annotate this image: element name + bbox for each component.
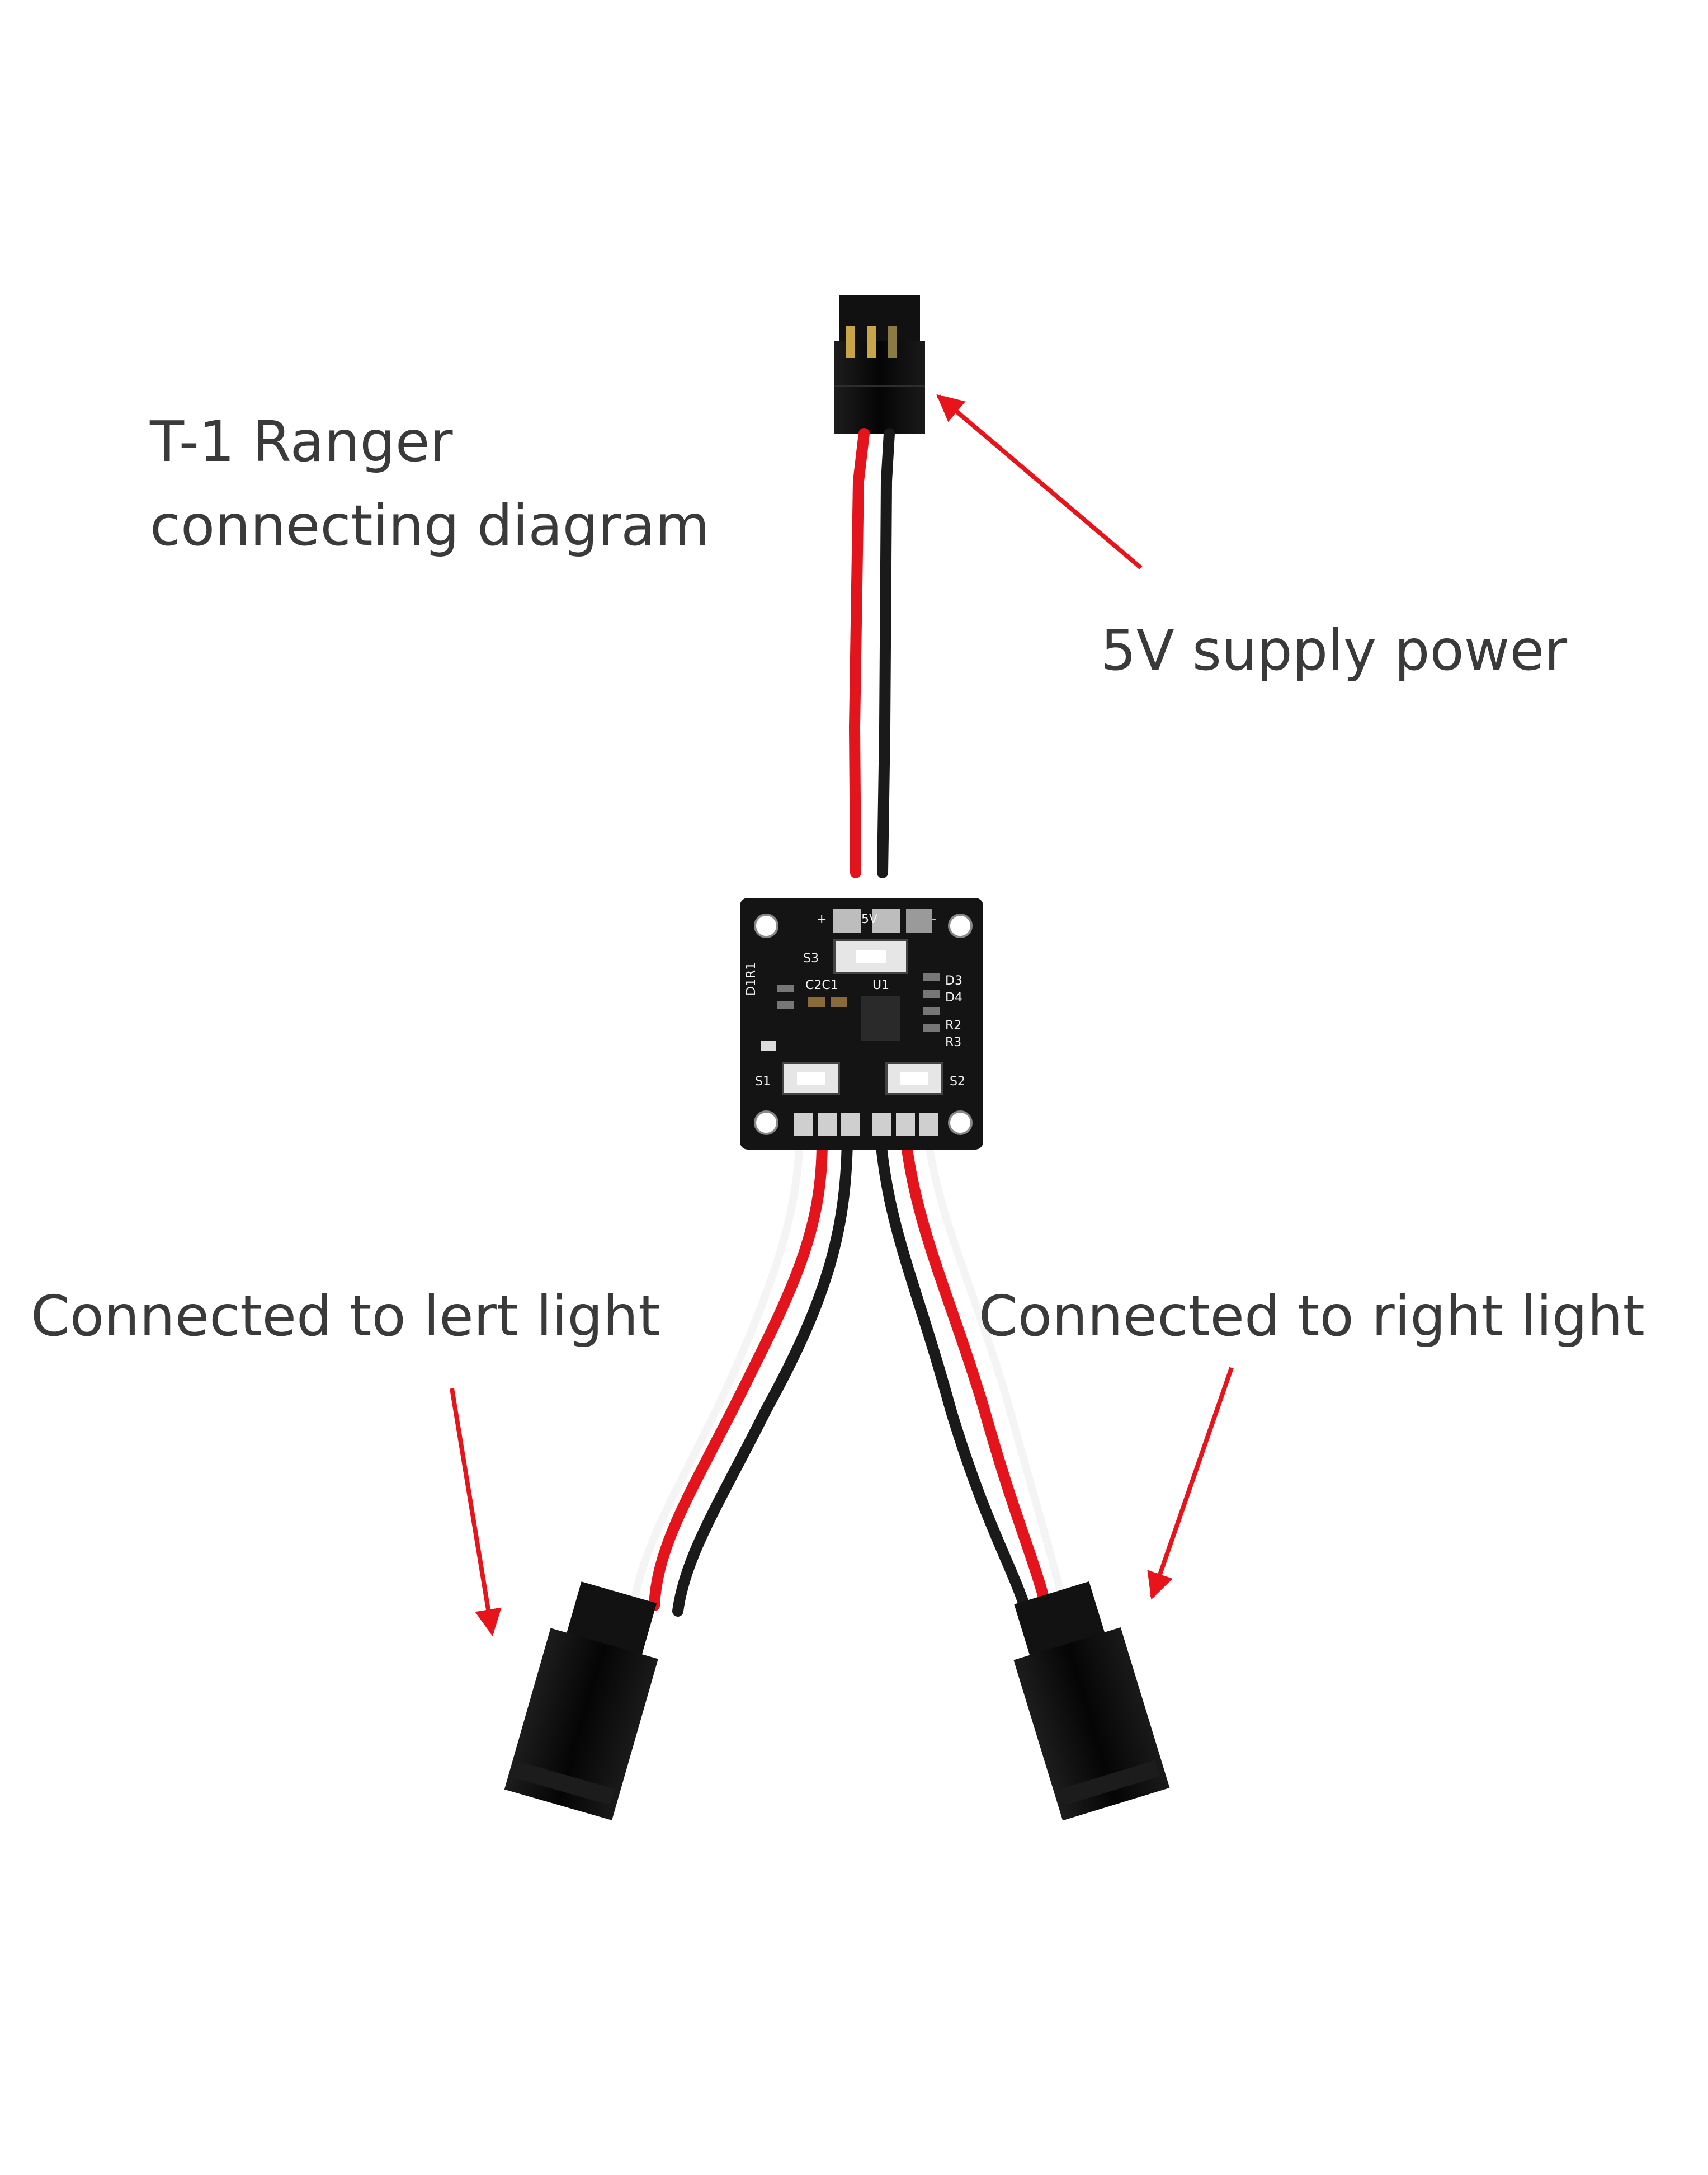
title-line-2: connecting diagram xyxy=(150,493,710,558)
svg-text:S3: S3 xyxy=(803,952,819,966)
svg-text:S2: S2 xyxy=(950,1075,965,1089)
right-light-label: Connected to right light xyxy=(979,1283,1645,1349)
controller-board: + 5V - S3 C2C1 U1 D3 D4 R2 R3 D1R1 xyxy=(740,898,983,1150)
power-input-wires xyxy=(848,428,895,878)
left-light-label: Connected to lert light xyxy=(31,1283,660,1349)
svg-text:D3: D3 xyxy=(945,974,962,988)
diagram-title: T-1 Ranger connecting diagram xyxy=(150,400,710,568)
svg-text:R3: R3 xyxy=(945,1035,961,1049)
svg-text:C2C1: C2C1 xyxy=(805,978,838,992)
svg-text:R2: R2 xyxy=(945,1019,961,1033)
power-label: 5V supply power xyxy=(1101,618,1568,683)
left-light-connector xyxy=(504,1581,658,1820)
svg-text:+: + xyxy=(817,912,827,926)
title-line-1: T-1 Ranger xyxy=(150,409,453,474)
right-arrow xyxy=(1147,1367,1234,1600)
svg-text:D1R1: D1R1 xyxy=(744,962,758,996)
left-arrow xyxy=(450,1388,502,1636)
svg-text:5V: 5V xyxy=(861,912,877,926)
svg-text:D4: D4 xyxy=(945,991,962,1005)
right-light-wires xyxy=(875,1136,1067,1617)
right-light-connector xyxy=(1013,1581,1170,1821)
svg-text:U1: U1 xyxy=(872,978,889,992)
svg-text:S1: S1 xyxy=(755,1075,771,1089)
power-arrow xyxy=(936,394,1143,570)
left-light-wires xyxy=(631,1136,853,1617)
svg-text:-: - xyxy=(932,912,936,926)
power-input-connector xyxy=(834,295,925,434)
